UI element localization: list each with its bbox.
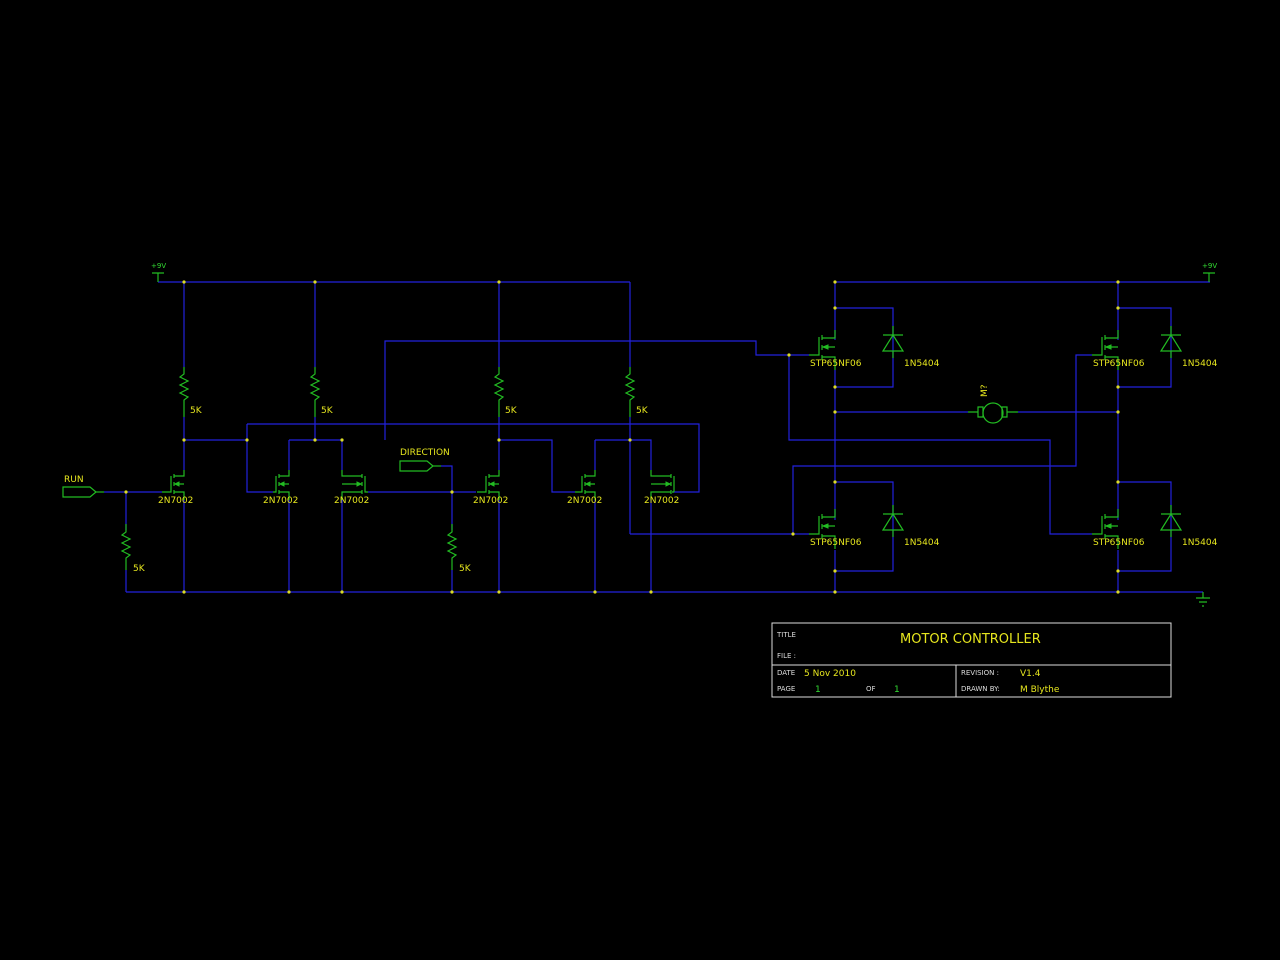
mosfet-q4: 2N7002 [473, 470, 508, 506]
mosfet-part: 2N7002 [567, 496, 602, 506]
junctions [124, 280, 1120, 594]
drawn-by-label: DRAWN BY: [961, 685, 1000, 693]
drawn-by-value: M Blythe [1020, 685, 1060, 695]
power-9v-right: +9V [1202, 262, 1217, 282]
diode-part: 1N5404 [904, 359, 940, 369]
resistor-r2: 5K [309, 367, 334, 417]
power-mosfet-q9: STP65NF06 [1092, 330, 1145, 370]
revision-value: V1.4 [1020, 669, 1041, 679]
mosfet-part: 2N7002 [263, 496, 298, 506]
resistor-value: 5K [459, 564, 472, 574]
diode-part: 1N5404 [1182, 359, 1218, 369]
file-label: FILE : [777, 652, 796, 660]
power-mosfet-part: STP65NF06 [1093, 359, 1145, 369]
run-input-port: RUN [62, 475, 104, 498]
run-label: RUN [64, 475, 84, 485]
power-mosfet-q8: STP65NF06 [809, 509, 862, 549]
resistor-value: 5K [505, 406, 518, 416]
mosfet-q3: 2N7002 [334, 470, 369, 506]
mosfet-q6: 2N7002 [644, 470, 679, 506]
title-block: TITLE MOTOR CONTROLLER FILE : DATE 5 Nov… [771, 622, 1172, 698]
ground-symbol [1196, 592, 1210, 607]
resistor-value: 5K [133, 564, 146, 574]
diode-part: 1N5404 [1182, 538, 1218, 548]
date-label: DATE [777, 669, 795, 677]
resistor-r1: 5K [178, 367, 203, 417]
power-mosfet-part: STP65NF06 [1093, 538, 1145, 548]
date-value: 5 Nov 2010 [804, 669, 856, 679]
power-mosfet-part: STP65NF06 [810, 359, 862, 369]
direction-input-port: DIRECTION [399, 448, 450, 472]
diode-d1: 1N5404 [881, 326, 940, 369]
mosfet-q2: 2N7002 [263, 470, 298, 506]
resistor-r3: 5K [493, 367, 518, 417]
mosfet-part: 2N7002 [334, 496, 369, 506]
mosfet-q5: 2N7002 [567, 470, 602, 506]
diode-part: 1N5404 [904, 538, 940, 548]
wires [104, 281, 1210, 593]
diode-d3: 1N5404 [1159, 326, 1218, 369]
motor-m1: M? [968, 384, 1018, 424]
title-label: TITLE [776, 631, 796, 639]
mosfet-part: 2N7002 [473, 496, 508, 506]
motor-ref: M? [980, 384, 990, 397]
direction-label: DIRECTION [400, 448, 450, 458]
power-mosfet-part: STP65NF06 [810, 538, 862, 548]
resistor-r5: 5K [120, 524, 146, 574]
power-9v-left: +9V [151, 262, 166, 282]
resistor-value: 5K [190, 406, 203, 416]
power-mosfet-q10: STP65NF06 [1092, 509, 1145, 549]
page-label: PAGE [777, 685, 795, 693]
power-mosfet-q7: STP65NF06 [809, 330, 862, 370]
resistor-value: 5K [321, 406, 334, 416]
diode-d4: 1N5404 [1159, 505, 1218, 548]
mosfet-part: 2N7002 [644, 496, 679, 506]
resistor-r4: 5K [624, 367, 649, 417]
resistor-r6: 5K [446, 524, 472, 574]
revision-label: REVISION : [961, 669, 999, 677]
diode-d2: 1N5404 [881, 505, 940, 548]
power-label-left: +9V [151, 262, 166, 270]
mosfet-q1: 2N7002 [158, 470, 193, 506]
resistor-value: 5K [636, 406, 649, 416]
of-value: 1 [894, 685, 900, 695]
drawing-title: MOTOR CONTROLLER [900, 632, 1041, 647]
mosfet-part: 2N7002 [158, 496, 193, 506]
of-label: OF [866, 685, 876, 693]
page-value: 1 [815, 685, 821, 695]
power-label-right: +9V [1202, 262, 1217, 270]
